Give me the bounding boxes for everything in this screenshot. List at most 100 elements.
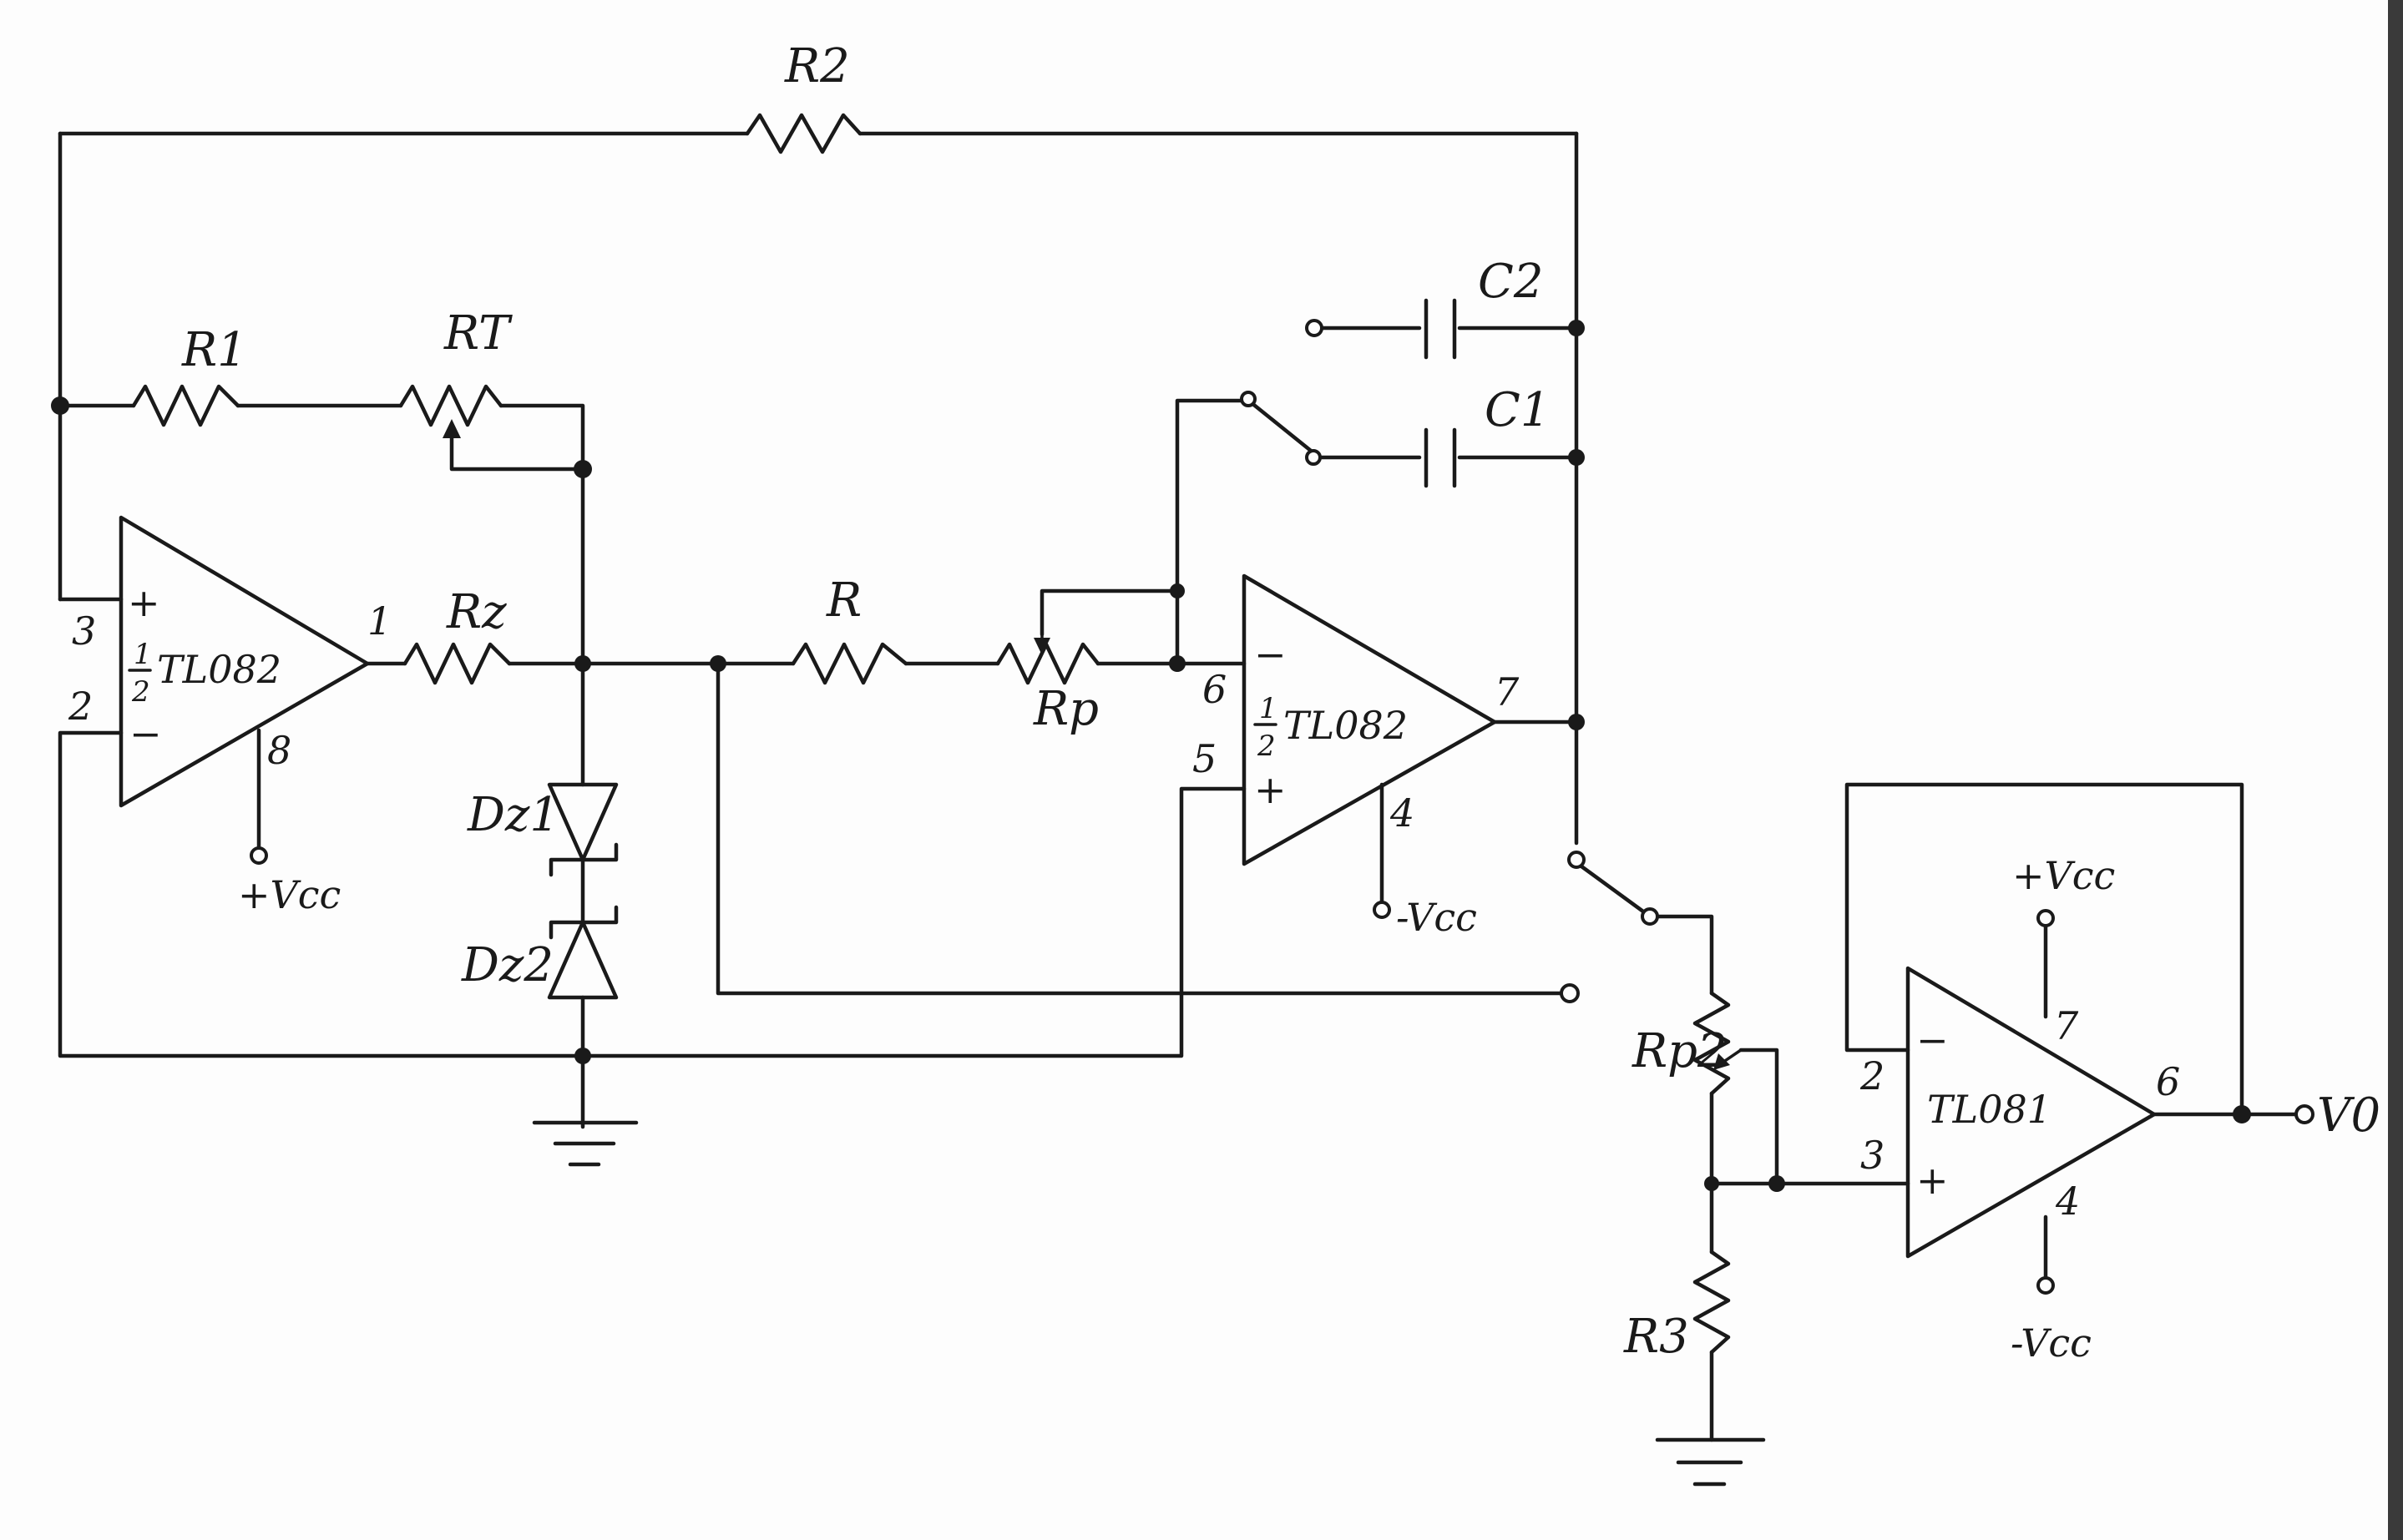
capacitors — [1424, 298, 1457, 488]
zener-diodes — [547, 782, 619, 1000]
terminal-u2-vcc — [1373, 901, 1391, 919]
junction-dot — [1568, 449, 1585, 466]
opamp-u1 — [119, 515, 370, 808]
switch-output-arm — [1576, 861, 1646, 914]
resistor-rz — [402, 642, 512, 685]
page-edge-shadow — [2388, 0, 2403, 1540]
resistor-r1 — [131, 384, 240, 427]
u1-sign-minus: − — [129, 711, 162, 756]
wire-rp2-wiper — [1738, 1048, 1779, 1186]
wire-u1-inv — [58, 730, 585, 1058]
zener-dz2-bar — [549, 905, 619, 940]
u3-part: TL081 — [1927, 1087, 2051, 1132]
junction-dot — [1169, 655, 1186, 672]
u1-part: TL082 — [157, 647, 281, 692]
wire-rt-right — [498, 403, 585, 472]
wires — [58, 131, 2300, 1442]
u2-fraction-num: 1 — [1259, 692, 1277, 725]
wire-selector-rp2 — [1655, 914, 1714, 996]
wire-switch-common — [1175, 398, 1249, 593]
junction-dot — [1568, 320, 1585, 336]
junction-dot — [1170, 583, 1185, 598]
junction-dot — [710, 655, 726, 672]
switch-cap-c1-contact — [1305, 449, 1322, 466]
rt-wiper-arrowhead — [443, 419, 461, 438]
u2-pin-supply: 4 — [1389, 790, 1414, 836]
u3-pin-vpos: 7 — [2054, 1003, 2079, 1048]
label-r2: R2 — [784, 39, 850, 93]
resistor-r — [791, 642, 908, 685]
resistor-r2 — [745, 113, 863, 154]
switch-out-common — [1641, 907, 1659, 926]
rp-wiper-arrowhead — [1034, 638, 1050, 655]
u3-vpos: +Vcc — [2012, 853, 2115, 898]
rp2-wiper-arrowhead — [1713, 1053, 1730, 1070]
u2-sign-minus: − — [1254, 632, 1287, 677]
wire-u3-feedback — [1844, 782, 2244, 1117]
label-rp2: Rp2 — [1632, 1024, 1728, 1078]
u2-sign-plus: + — [1254, 767, 1287, 812]
ground-symbol-right — [1655, 1437, 1766, 1487]
switch-capacitor-arm — [1248, 400, 1313, 453]
u2-fraction-den: 2 — [1257, 730, 1276, 763]
u1-pin-inv: 2 — [68, 684, 93, 729]
opamp-u2-labels: − + 1 2 TL082 6 5 7 4 -Vcc — [1192, 632, 1520, 940]
junction-dot — [574, 460, 592, 478]
junction-dot — [1568, 714, 1585, 730]
junctions — [51, 320, 2251, 1192]
label-dz2: Dz2 — [461, 938, 554, 992]
opamp-u1-labels: + − 1 2 TL082 3 2 1 8 +Vcc — [68, 580, 392, 917]
junction-dot — [2233, 1105, 2251, 1123]
u3-pin-noninv: 3 — [1860, 1133, 1884, 1178]
junction-dot — [1704, 1176, 1719, 1191]
u3-sign-plus: + — [1916, 1158, 1949, 1203]
zener-dz1-bar — [549, 842, 619, 877]
terminal-u3-vneg — [2036, 1276, 2055, 1295]
resistor-r3 — [1692, 1250, 1731, 1355]
label-rt: RT — [443, 306, 513, 361]
label-c2: C2 — [1478, 255, 1543, 309]
switch-out-square-contact — [1560, 983, 1580, 1003]
terminal-output — [2294, 1104, 2314, 1124]
switch-cap-common — [1240, 391, 1257, 407]
u3-pin-vneg: 4 — [2055, 1179, 2080, 1224]
zener-dz1 — [547, 782, 619, 862]
op-amps — [119, 515, 2157, 1259]
opamp-u3-labels: − + TL081 2 3 6 7 4 +Vcc -Vcc — [1859, 853, 2180, 1366]
u2-pin-out: 7 — [1495, 669, 1520, 714]
u2-pin-inv: 6 — [1202, 667, 1227, 712]
u1-fraction-den: 2 — [131, 675, 150, 709]
u1-pin-out: 1 — [367, 598, 392, 644]
u1-sign-plus: + — [128, 580, 160, 625]
terminal-u1-vcc — [250, 846, 268, 865]
wire-bottom-rail — [580, 786, 1247, 1058]
label-rz: Rz — [446, 585, 507, 639]
label-c1: C1 — [1485, 383, 1550, 437]
u1-pin-noninv: 3 — [72, 608, 96, 654]
u1-fraction-num: 1 — [134, 638, 152, 671]
u3-pin-out: 6 — [2156, 1059, 2180, 1104]
u1-supply: +Vcc — [238, 872, 341, 917]
switch-out-tri-contact — [1567, 851, 1586, 869]
opamp-u3 — [1905, 966, 2157, 1259]
label-r: R — [826, 573, 862, 628]
terminals — [250, 846, 2314, 1295]
resistor-rt — [398, 384, 503, 427]
zener-dz2 — [547, 920, 619, 1000]
u3-vneg: -Vcc — [2011, 1320, 2092, 1366]
ground-symbol-left — [532, 1120, 639, 1167]
u2-supply: -Vcc — [1396, 895, 1477, 940]
grounds — [532, 1120, 1766, 1487]
switch-cap-c2-contact — [1305, 319, 1323, 337]
junction-dot — [574, 655, 591, 672]
junction-dot — [51, 396, 69, 415]
label-output: V0 — [2317, 1088, 2380, 1143]
u2-part: TL082 — [1283, 703, 1408, 748]
junction-dot — [1768, 1175, 1785, 1192]
resistor-rp — [995, 642, 1100, 685]
opamp-u2 — [1242, 573, 1497, 866]
label-r3: R3 — [1623, 1310, 1689, 1364]
label-r1: R1 — [181, 323, 247, 377]
wire-rp-wiper — [1040, 588, 1180, 666]
